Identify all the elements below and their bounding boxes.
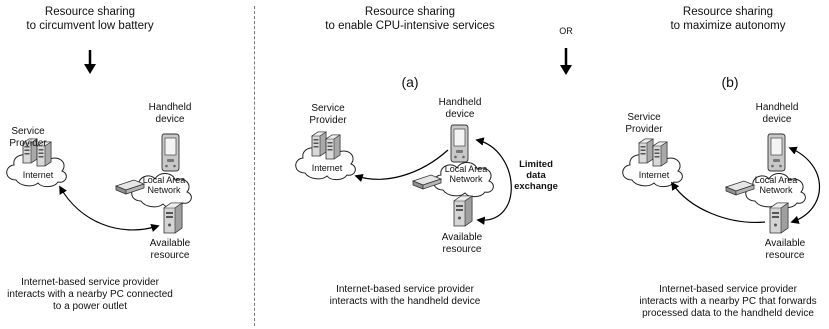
middle-server-icon [311,131,327,157]
right-resource-icon [769,202,789,234]
middle-caption: Internet-based service provider interact… [329,284,481,307]
left-resource-icon [163,202,183,234]
left-heading: Resource sharing to circumvent low batte… [26,6,154,32]
middle-service-provider-label: Service Provider [309,103,347,126]
panel-divider [254,6,255,326]
middle-resource-icon [453,195,473,227]
left-resource-label: Available resource [149,238,191,261]
right-caption: Internet-based service provider interact… [639,284,817,319]
right-forward-arrow [788,146,821,224]
left-service-provider-label: Service Provider [9,126,47,149]
or-label: OR [559,26,573,36]
middle-down-arrow [560,48,572,75]
panel-label-a: (a) [401,74,419,90]
middle-handheld-label: Handheld device [438,97,482,120]
right-lan-label: Local Area Network [754,175,798,195]
middle-link-arrow [354,149,449,182]
right-internet-label: Internet [638,170,670,180]
left-link-arrow [59,185,160,233]
left-caption: Internet-based service provider interact… [7,277,173,312]
right-server-icon [638,138,654,164]
left-down-arrow [84,50,96,74]
middle-handheld-icon [450,124,469,163]
right-heading: Resource sharing to maximize autonomy [670,6,786,32]
middle-lan-label: Local Area Network [444,164,488,184]
right-handheld-label: Handheld device [755,102,799,125]
middle-internet-label: Internet [311,163,343,173]
right-handheld-icon [767,133,786,172]
right-resource-label: Available resource [764,238,806,261]
panel-label-b: (b) [721,74,739,90]
middle-resource-label: Available resource [441,232,483,255]
middle-exchange-arrow [475,137,512,225]
left-handheld-label: Handheld device [148,102,192,125]
right-link-arrow [671,181,766,223]
exchange-label: Limited data exchange [514,159,558,192]
right-service-provider-label: Service Provider [625,112,663,135]
left-internet-label: Internet [22,170,54,180]
left-lan-label: Local Area Network [142,175,186,195]
middle-server-icon-2 [325,134,341,160]
right-server-icon-2 [652,141,668,167]
middle-heading: Resource sharing to enable CPU-intensive… [325,6,495,32]
left-handheld-icon [161,133,180,172]
